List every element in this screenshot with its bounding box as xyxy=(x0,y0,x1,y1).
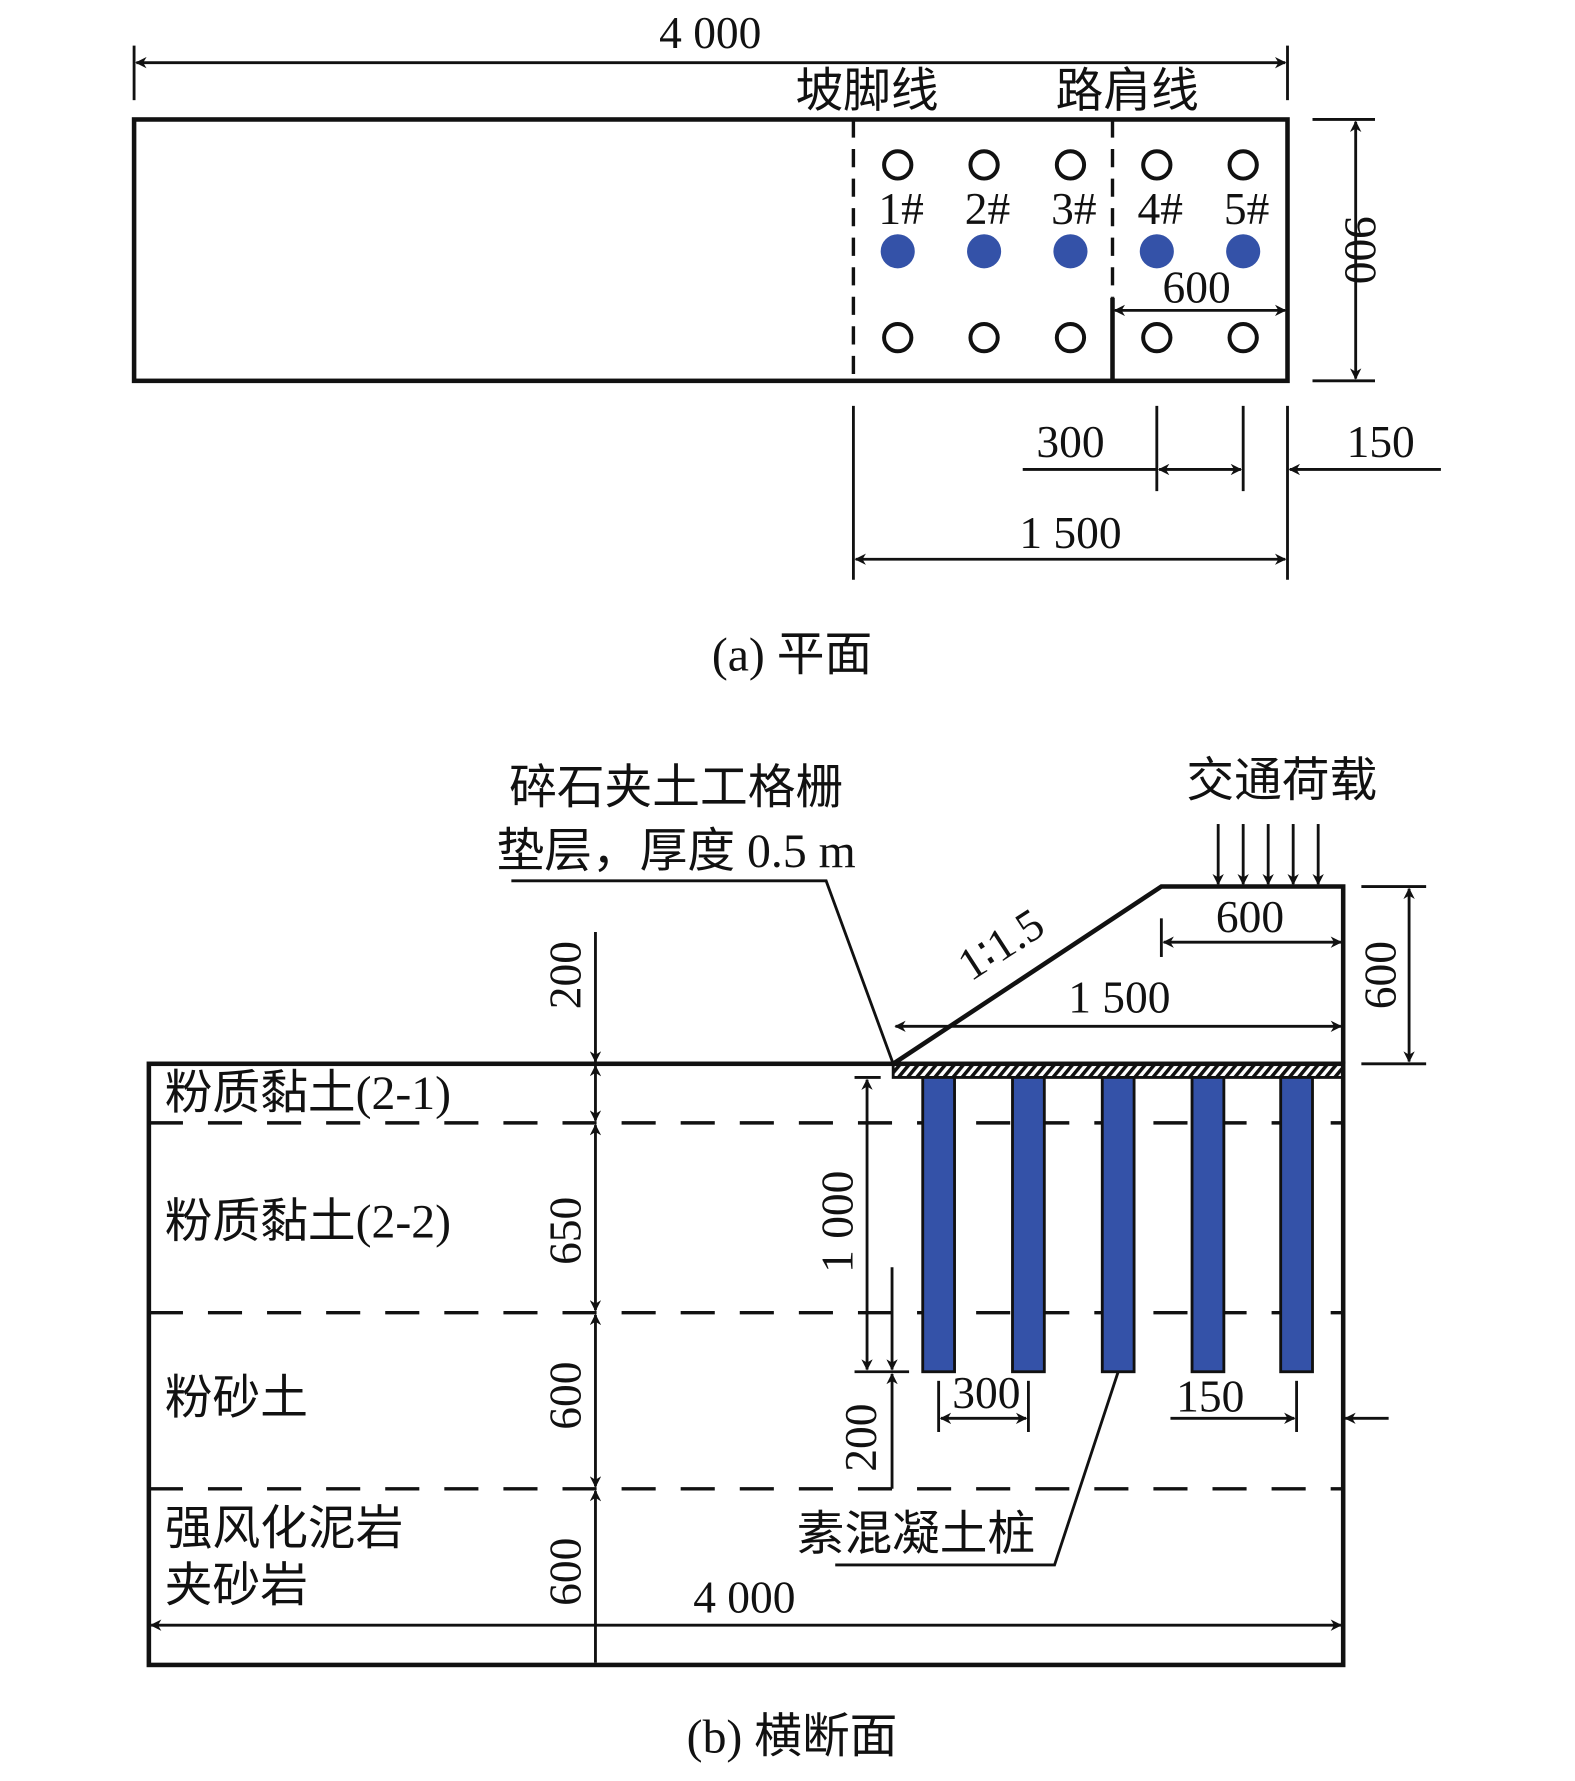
dim-width-label: 900 xyxy=(1335,216,1386,284)
ground-outline xyxy=(146,1061,1346,1668)
dim-layer-600b-label: 600 xyxy=(540,1538,591,1606)
traffic-load-arrows xyxy=(1212,824,1324,886)
dim-half-width-label: 1 500 xyxy=(1019,507,1121,558)
point-label-2: 2# xyxy=(965,183,1010,234)
point-label-1: 1# xyxy=(878,183,923,234)
dim-total-width-label: 4 000 xyxy=(693,1572,795,1623)
caption-section: (b) 横断面 xyxy=(687,1710,898,1763)
dim-height-label: 600 xyxy=(1354,941,1405,1009)
dim-total-length-label: 4 000 xyxy=(659,7,761,58)
dim-layer-600-label: 600 xyxy=(540,1362,591,1430)
layer-label-silty-clay-2-1: 粉质黏土(2-1) xyxy=(165,1067,451,1120)
dim-spacing-label: 300 xyxy=(1036,416,1104,467)
dim-pile-length-label: 1 000 xyxy=(811,1171,862,1273)
pile-label: 素混凝土桩 xyxy=(797,1508,1036,1561)
plan-outline xyxy=(131,117,1290,384)
slope-ratio-label: 1∶1.5 xyxy=(948,898,1052,991)
traffic-load-label: 交通荷载 xyxy=(1186,755,1377,808)
dim-layer-200-label: 200 xyxy=(540,941,591,1009)
dim-shoulder-width-label: 600 xyxy=(1163,261,1231,312)
layer-label-mudstone: 强风化泥岩 xyxy=(165,1502,404,1555)
dim-pile-edge-label: 150 xyxy=(1176,1371,1244,1422)
cushion-label-line2: 垫层，厚度 0.5 m xyxy=(497,825,856,878)
dim-pile-spacing-label: 300 xyxy=(952,1367,1020,1418)
caption-plan: (a) 平面 xyxy=(712,629,872,682)
point-label-4: 4# xyxy=(1138,183,1183,234)
layer-label-silty-sand: 粉砂土 xyxy=(165,1372,308,1425)
dim-layer-650-label: 650 xyxy=(540,1197,591,1265)
point-label-5: 5# xyxy=(1224,183,1269,234)
layer-label-sandstone: 夹砂岩 xyxy=(165,1559,308,1612)
monitor-points: 1# 2# 3# 4# 5# xyxy=(878,149,1269,354)
piles xyxy=(921,1076,1314,1374)
dim-half-width-label: 1 500 xyxy=(1068,972,1170,1023)
layer-label-silty-clay-2-2: 粉质黏土(2-2) xyxy=(165,1196,451,1249)
dim-edge-label: 150 xyxy=(1347,416,1415,467)
point-label-3: 3# xyxy=(1051,183,1096,234)
embankment xyxy=(891,884,1346,1066)
dim-top-width-label: 600 xyxy=(1216,891,1284,942)
dim-pile-tip-label: 200 xyxy=(835,1404,886,1472)
shoulder-line-label: 路肩线 xyxy=(1056,65,1199,118)
cross-section: 碎石夹土工格栅 垫层，厚度 0.5 m 交通荷载 600 1 500 1∶1.5… xyxy=(146,755,1427,1763)
toe-line-label: 坡脚线 xyxy=(795,65,938,118)
cushion-label-line1: 碎石夹土工格栅 xyxy=(509,762,843,815)
plan-view: 4 000 坡脚线 路肩线 1# 2# 3# 4# 5# 600 900 30 xyxy=(131,7,1441,682)
